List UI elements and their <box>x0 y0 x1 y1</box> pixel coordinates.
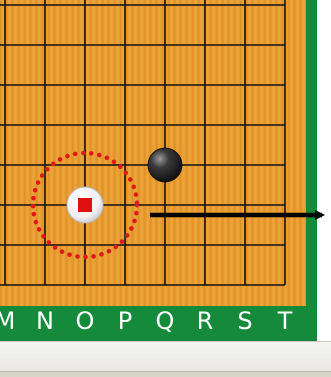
red-square-marker <box>78 198 92 212</box>
column-label-s: S <box>230 306 260 336</box>
column-label-n: N <box>30 306 60 336</box>
black-stone[interactable] <box>148 148 182 182</box>
go-board[interactable] <box>0 0 331 341</box>
column-label-t: T <box>270 306 300 336</box>
column-label-q: Q <box>150 306 180 336</box>
column-label-p: P <box>110 306 140 336</box>
status-bar <box>0 341 331 377</box>
column-label-r: R <box>190 306 220 336</box>
column-label-m: M <box>0 306 20 336</box>
column-label-o: O <box>70 306 100 336</box>
status-bar-edge <box>0 371 331 377</box>
